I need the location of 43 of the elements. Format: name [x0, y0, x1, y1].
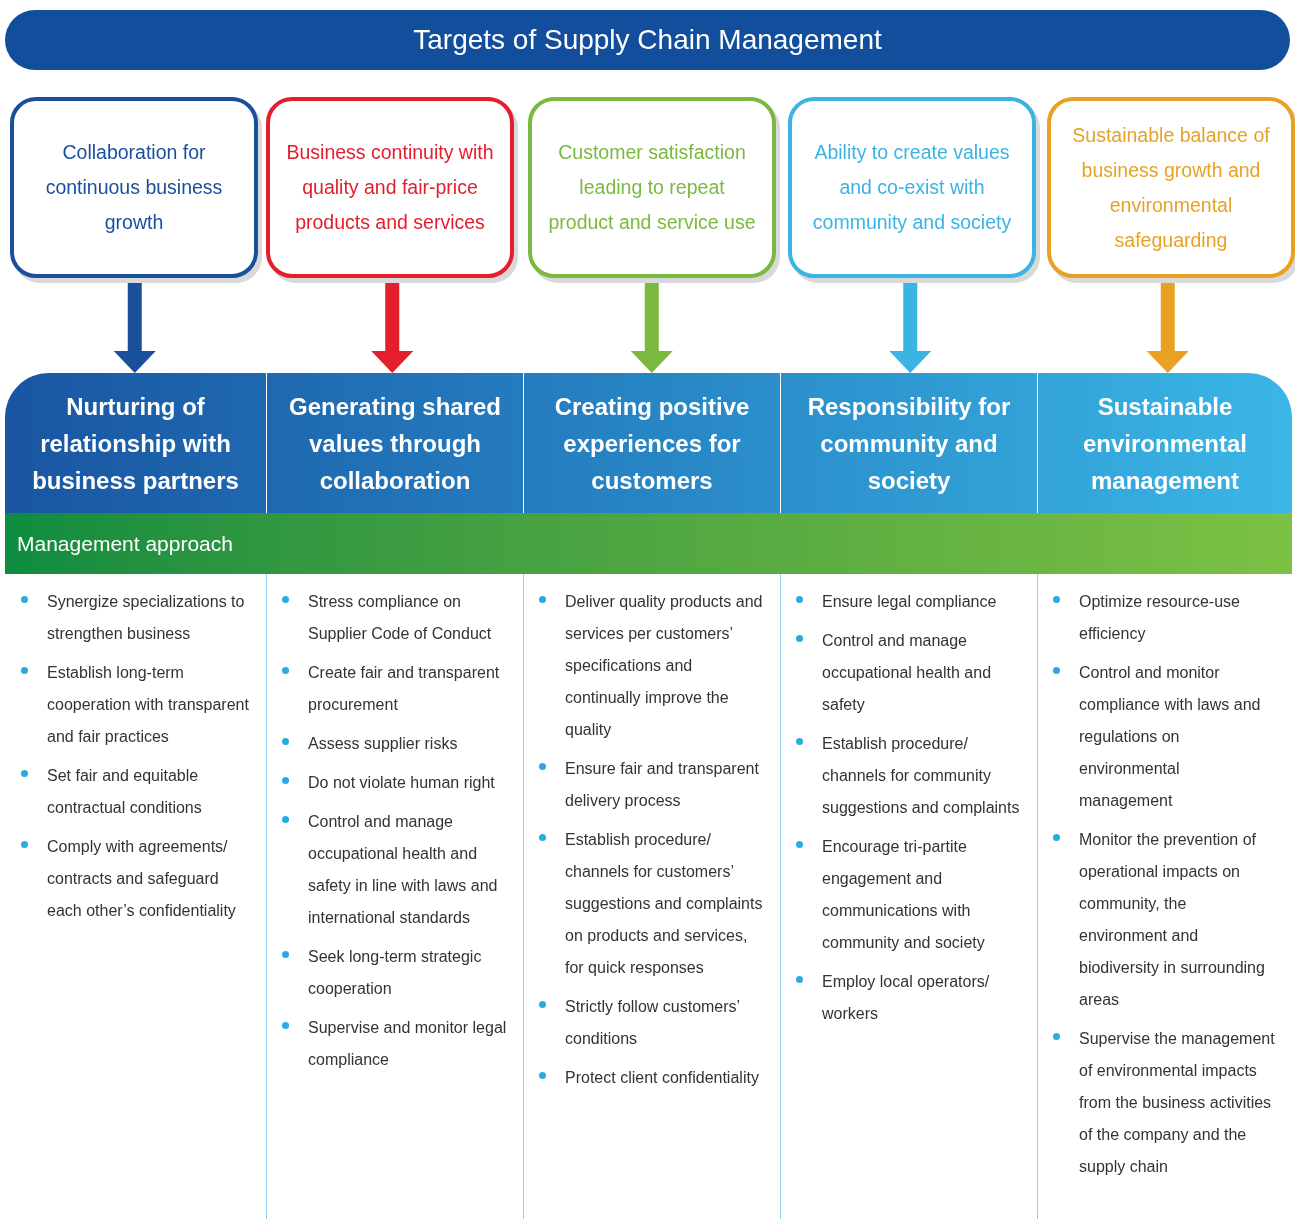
- target-text: Ability to create values and co-exist with community and society: [811, 140, 1013, 235]
- target-text: Customer satisfaction leading to repeat product and service use: [548, 140, 756, 235]
- bullet-text: Assess supplier risks: [308, 734, 458, 754]
- bullet-text: Monitor the prevention of operational impacts on community, the environment and biodiversity in surrounding areas: [1079, 830, 1266, 1010]
- bullet-text: Do not violate human right: [308, 773, 495, 793]
- section-title: Management approach: [17, 530, 233, 557]
- bullet-text: Ensure fair and transparent delivery process: [565, 759, 760, 811]
- bullet-text: Set fair and equitable contractual conditions: [47, 766, 203, 818]
- bullet-text: Supervise and monitor legal compliance: [308, 1018, 507, 1070]
- pillar-title: Generating shared values through collaboration: [287, 391, 503, 496]
- bullet-text: Create fair and transparent procurement: [308, 663, 501, 715]
- target-text: Business continuity with quality and fair-price products and services: [286, 140, 494, 235]
- bullet-text: Encourage tri-partite engagement and communications with community and society: [822, 837, 986, 953]
- down-arrow: [113, 283, 156, 373]
- target-text: Sustainable balance of business growth and environmental safeguarding: [1071, 122, 1271, 253]
- bullet-text: Strictly follow customers’ conditions: [565, 997, 741, 1049]
- bullet-text: Optimize resource-use efficiency: [1079, 592, 1241, 644]
- bullet-text: Control and manage occupational health and safety: [822, 631, 993, 715]
- bullet-text: Deliver quality products and services per customers’ specifications and continually improve the quality: [565, 592, 764, 740]
- pillar-title: Creating positive experiences for customers: [553, 391, 751, 496]
- bullet-text: Seek long-term strategic cooperation: [308, 947, 483, 999]
- bullet-text: Establish procedure/ channels for customers’ suggestions and complaints on products and services, for quick responses: [565, 830, 764, 978]
- bullet-text: Control and manage occupational health and safety in line with laws and international standards: [308, 812, 499, 928]
- down-arrow: [889, 283, 932, 373]
- bullet-text: Ensure legal compliance: [822, 592, 997, 612]
- pillar-title: Sustainable environmental management: [1081, 391, 1248, 496]
- title-banner: Targets of Supply Chain Management: [5, 10, 1290, 70]
- down-arrow: [371, 283, 414, 373]
- down-arrow: [630, 283, 673, 373]
- section-band: [5, 513, 1292, 574]
- bullet-text: Control and monitor compliance with laws and regulations on environmental management: [1079, 663, 1262, 811]
- bullet-text: Supervise the management of environmental impacts from the business activities of the company and the supply chain: [1079, 1029, 1276, 1177]
- bullet-text: Protect client confidentiality: [565, 1068, 759, 1088]
- pillar-title: Responsibility for community and society: [806, 391, 1012, 496]
- down-arrow: [1146, 283, 1189, 373]
- bullet-text: Synergize specializations to strengthen business: [47, 592, 246, 644]
- target-text: Collaboration for continuous business growth: [44, 140, 224, 235]
- bullet-text: Establish procedure/ channels for community suggestions and complaints: [822, 734, 1021, 818]
- bullet-text: Stress compliance on Supplier Code of Conduct: [308, 592, 493, 644]
- bullet-text: Comply with agreements/ contracts and safeguard each other’s confidentiality: [47, 837, 237, 921]
- bullet-text: Establish long-term cooperation with transparent and fair practices: [47, 663, 250, 747]
- pillar-title: Nurturing of relationship with business partners: [31, 391, 240, 496]
- bullet-text: Employ local operators/ workers: [822, 972, 991, 1024]
